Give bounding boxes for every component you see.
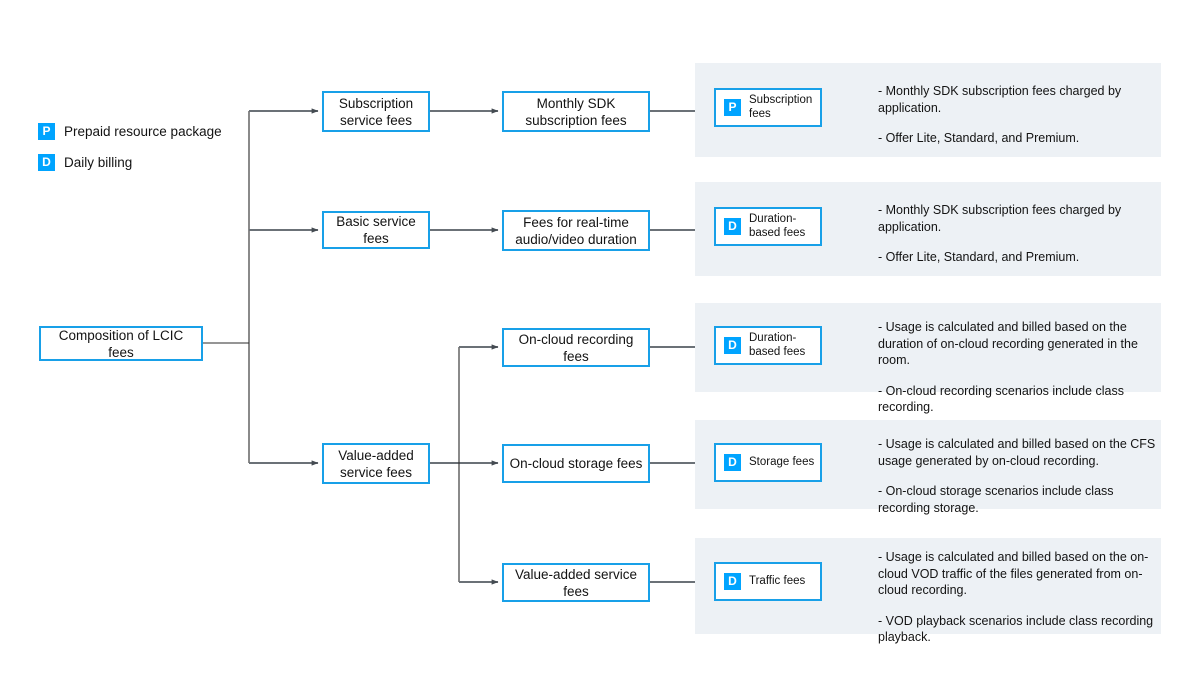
kind-box-subscription-fees[interactable]: P Subscription fees — [714, 88, 822, 127]
kind-box-duration-based-fees-recording[interactable]: D Duration-based fees — [714, 326, 822, 365]
description-line: - Monthly SDK subscription fees charged … — [878, 84, 1122, 115]
kind-label-traffic-fees: Traffic fees — [749, 574, 806, 587]
legend-label-prepaid: Prepaid resource package — [64, 124, 222, 139]
node-value-added-service-fees-detail[interactable]: Value-added service fees — [502, 563, 650, 602]
kind-box-duration-based-fees-basic[interactable]: D Duration-based fees — [714, 207, 822, 246]
badge-daily-icon: D — [724, 218, 741, 235]
description-duration-based-fees-basic: - Monthly SDK subscription fees charged … — [878, 202, 1143, 266]
kind-label-storage-fees: Storage fees — [749, 455, 815, 468]
kind-label-duration-based-fees: Duration-based fees — [749, 332, 806, 358]
description-line: - On-cloud storage scenarios include cla… — [878, 484, 1114, 515]
description-storage-fees: - Usage is calculated and billed based o… — [878, 436, 1163, 516]
kind-box-storage-fees[interactable]: D Storage fees — [714, 443, 822, 482]
kind-box-traffic-fees[interactable]: D Traffic fees — [714, 562, 822, 601]
node-root-composition-of-lcic-fees[interactable]: Composition of LCIC fees — [39, 326, 203, 361]
badge-daily-icon: D — [724, 337, 741, 354]
node-on-cloud-recording-fees[interactable]: On-cloud recording fees — [502, 328, 650, 367]
legend-badge-p: P — [38, 123, 55, 140]
legend-badge-d: D — [38, 154, 55, 171]
description-line: - Usage is calculated and billed based o… — [878, 550, 1149, 597]
node-monthly-sdk-subscription-fees[interactable]: Monthly SDK subscription fees — [502, 91, 650, 132]
node-fees-for-realtime-audio-video-duration[interactable]: Fees for real-time audio/video duration — [502, 210, 650, 251]
description-line: - Usage is calculated and billed based o… — [878, 320, 1138, 367]
description-traffic-fees: - Usage is calculated and billed based o… — [878, 549, 1163, 646]
legend-item-prepaid: P Prepaid resource package — [38, 123, 222, 140]
badge-prepaid-icon: P — [724, 99, 741, 116]
legend-label-daily: Daily billing — [64, 155, 133, 170]
description-line: - Offer Lite, Standard, and Premium. — [878, 250, 1080, 264]
description-line: - VOD playback scenarios include class r… — [878, 613, 1154, 645]
badge-daily-icon: D — [724, 573, 741, 590]
legend-item-daily: D Daily billing — [38, 154, 132, 171]
node-on-cloud-storage-fees[interactable]: On-cloud storage fees — [502, 444, 650, 483]
description-line: - Monthly SDK subscription fees charged … — [878, 203, 1122, 234]
kind-label-duration-based-fees: Duration-based fees — [749, 213, 806, 239]
description-line: - Usage is calculated and billed based o… — [878, 437, 1156, 468]
node-subscription-service-fees[interactable]: Subscription service fees — [322, 91, 430, 132]
description-line: - Offer Lite, Standard, and Premium. — [878, 131, 1080, 145]
badge-daily-icon: D — [724, 454, 741, 471]
node-basic-service-fees[interactable]: Basic service fees — [322, 211, 430, 249]
node-value-added-service-fees[interactable]: Value-added service fees — [322, 443, 430, 484]
kind-label-subscription-fees: Subscription fees — [749, 94, 813, 120]
description-subscription-fees: - Monthly SDK subscription fees charged … — [878, 83, 1143, 147]
description-line: - On-cloud recording scenarios include c… — [878, 383, 1124, 415]
description-duration-based-fees-recording: - Usage is calculated and billed based o… — [878, 319, 1163, 416]
